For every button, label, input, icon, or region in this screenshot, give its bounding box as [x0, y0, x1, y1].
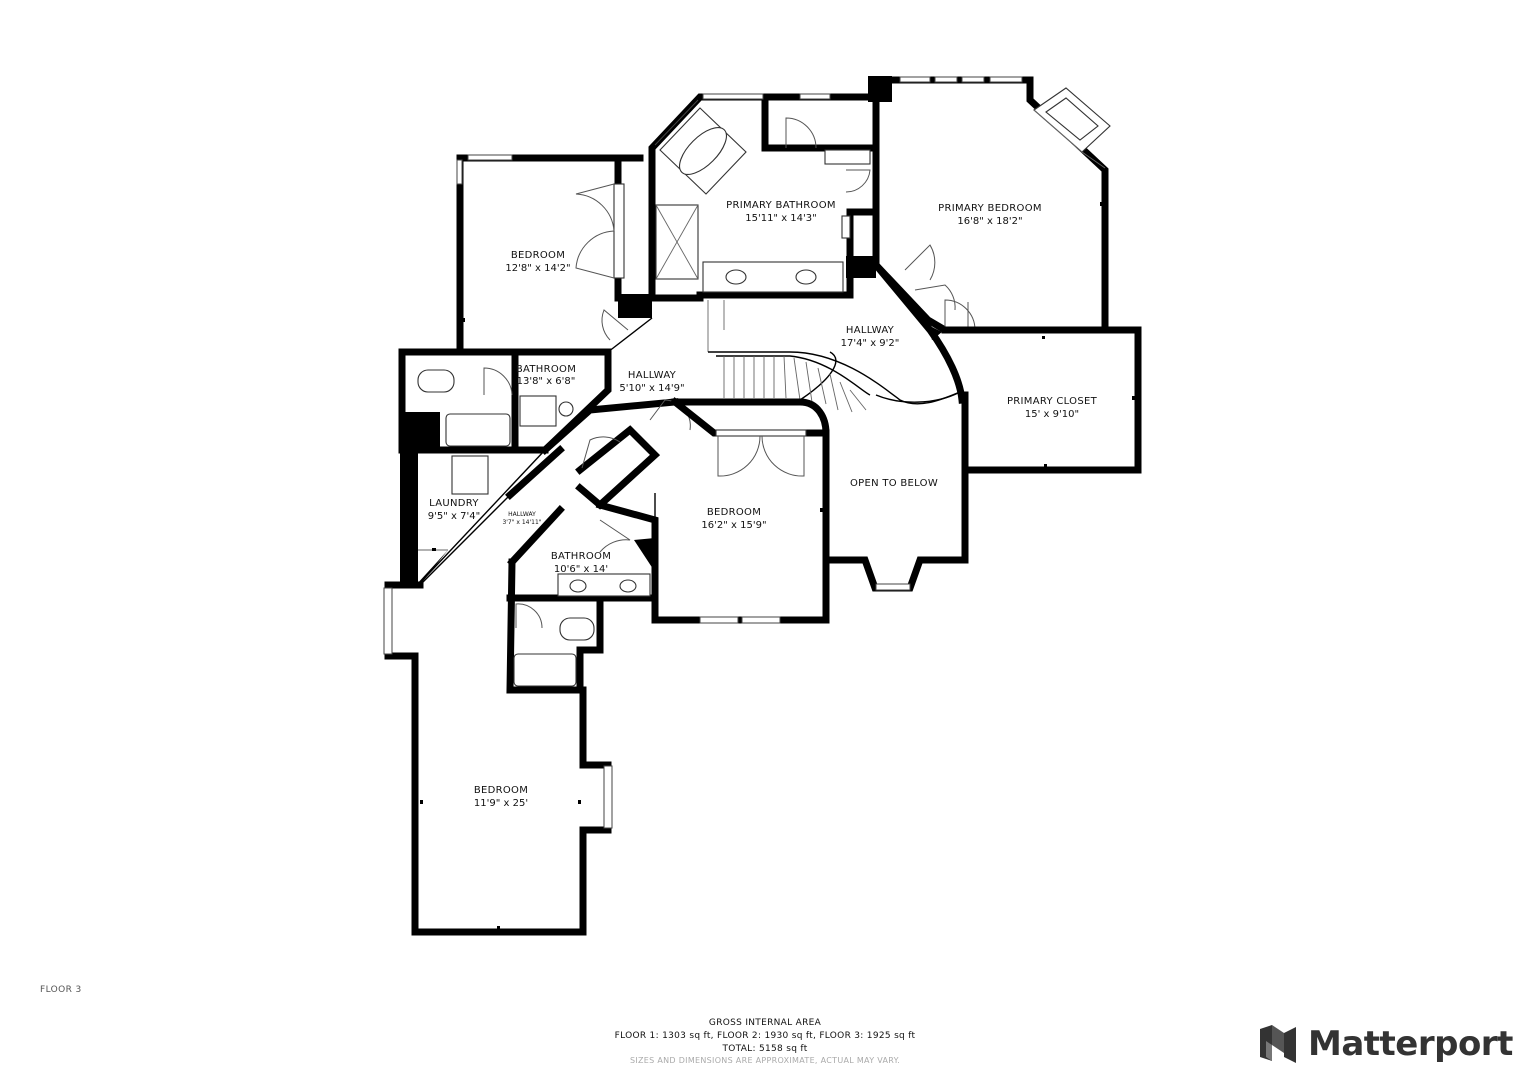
bedroom-south-walls: [383, 494, 613, 936]
primary-closet-walls: [941, 326, 1142, 474]
hallway-mid-dims: 5'10" x 14'9": [619, 383, 684, 394]
primary-closet-dims: 15' x 9'10": [1025, 409, 1079, 420]
bathroom-small-name: BATHROOM: [516, 364, 576, 375]
brand-name: Matterport: [1308, 1024, 1513, 1064]
hallway-upper-stairs: [707, 260, 966, 413]
bedroom-south-dims: 11'9" x 25': [474, 798, 528, 809]
bedroom-nw-dims: 12'8" x 14'2": [505, 263, 570, 274]
bathroom-small-dims: 13'8" x 6'8": [517, 376, 576, 387]
bedroom-center-name: BEDROOM: [707, 507, 761, 518]
bedroom-south-name: BEDROOM: [474, 785, 528, 796]
primary-bedroom-dims: 16'8" x 18'2": [957, 216, 1022, 227]
wall-markers: [420, 158, 1135, 929]
primary-bathroom-walls: [648, 93, 880, 302]
bedroom-nw-name: BEDROOM: [511, 250, 565, 261]
bedroom-nw-walls: [456, 154, 656, 356]
open-to-below-walls: [822, 466, 969, 592]
bedroom-center-dims: 16'2" x 15'9": [701, 520, 766, 531]
floor-label: FLOOR 3: [40, 985, 82, 995]
laundry-name: LAUNDRY: [429, 498, 479, 509]
floor-areas: FLOOR 1: 1303 sq ft, FLOOR 2: 1930 sq ft…: [614, 1031, 916, 1041]
hallway-upper-dims: 17'4" x 9'2": [841, 338, 900, 349]
brand-logo: Matterport: [1258, 1022, 1513, 1066]
primary-bathroom-name: PRIMARY BATHROOM: [726, 200, 836, 211]
gross-area-heading: GROSS INTERNAL AREA: [708, 1018, 822, 1028]
hallway-upper-name: HALLWAY: [846, 325, 895, 336]
disclaimer: SIZES AND DIMENSIONS ARE APPROXIMATE, AC…: [629, 1056, 901, 1065]
laundry-walls: [398, 412, 549, 586]
primary-bedroom-name: PRIMARY BEDROOM: [938, 203, 1042, 214]
matterport-logo-icon: [1260, 1025, 1296, 1063]
primary-closet-name: PRIMARY CLOSET: [1007, 396, 1098, 407]
hallway-narrow-name: HALLWAY: [508, 511, 536, 518]
hallway-narrow-dims: 3'7" x 14'11": [502, 519, 541, 526]
bathroom-lower-name: BATHROOM: [551, 551, 611, 562]
total-area: TOTAL: 5158 sq ft: [722, 1044, 808, 1054]
laundry-dims: 9'5" x 7'4": [428, 511, 480, 522]
open-to-below-name: OPEN TO BELOW: [850, 478, 938, 489]
bathroom-lower-dims: 10'6" x 14': [554, 564, 608, 575]
bathroom-lower-walls: [506, 493, 659, 694]
primary-bathroom-dims: 15'11" x 14'3": [745, 213, 817, 224]
hallway-mid-name: HALLWAY: [628, 370, 677, 381]
hallway-mid-walls: [505, 309, 691, 567]
